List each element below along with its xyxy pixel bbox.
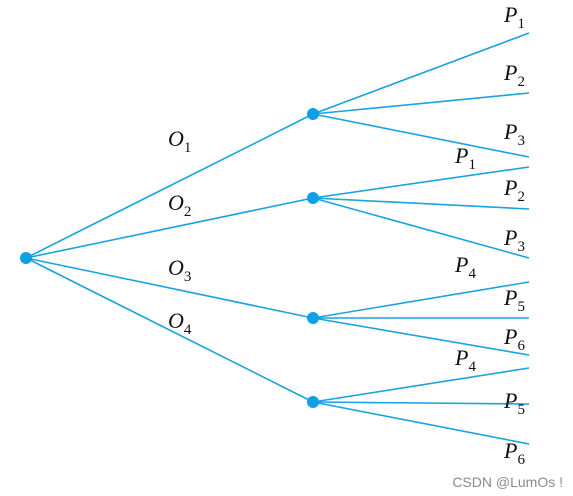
second-stage-label-1-3-subscript: 3 — [517, 133, 525, 149]
branch-node-3 — [307, 312, 319, 324]
second-stage-label-1-2-letter: P — [503, 60, 517, 85]
second-stage-label-2-2: P2 — [503, 175, 525, 205]
second-stage-label-1-1: P1 — [503, 2, 525, 32]
second-stage-label-2-2-letter: P — [503, 175, 517, 200]
first-stage-label-4: O4 — [168, 308, 192, 338]
second-stage-label-4-2-letter: P — [503, 388, 517, 413]
edge-node-4-to-leaf-1 — [312, 367, 530, 403]
second-stage-label-3-3-subscript: 6 — [517, 338, 525, 354]
edge-root-to-node-1 — [25, 113, 314, 259]
second-stage-label-4-1-letter: P — [454, 345, 468, 370]
edge-root-to-node-2 — [25, 197, 314, 259]
first-stage-label-2-subscript: 2 — [184, 204, 192, 220]
second-stage-label-3-1-subscript: 4 — [468, 266, 476, 282]
first-stage-label-1-subscript: 1 — [184, 140, 192, 156]
edge-root-to-node-4 — [25, 257, 314, 403]
first-stage-label-1-letter: O — [168, 126, 184, 151]
first-stage-label-3-subscript: 3 — [184, 269, 192, 285]
second-stage-label-4-2: P5 — [503, 388, 525, 418]
second-stage-label-1-2-subscript: 2 — [517, 74, 525, 90]
second-stage-label-2-3-subscript: 3 — [517, 239, 525, 255]
tree-nodes — [20, 108, 319, 408]
edge-node-3-to-leaf-1 — [312, 281, 530, 319]
second-stage-label-1-2: P2 — [503, 60, 525, 90]
second-stage-label-4-3-subscript: 6 — [517, 452, 525, 468]
second-stage-label-4-3: P6 — [503, 438, 525, 468]
second-stage-label-2-2-subscript: 2 — [517, 189, 525, 205]
second-stage-label-3-3-letter: P — [503, 324, 517, 349]
second-stage-label-1-3: P3 — [503, 119, 525, 149]
first-stage-label-3-letter: O — [168, 255, 184, 280]
second-stage-label-2-1-subscript: 1 — [468, 157, 476, 173]
second-stage-label-1-1-subscript: 1 — [517, 16, 525, 32]
second-stage-label-3-1-letter: P — [454, 252, 468, 277]
edge-node-4-to-leaf-3 — [312, 401, 530, 445]
second-stage-label-2-1: P1 — [454, 143, 476, 173]
edge-node-4-to-leaf-2 — [312, 401, 530, 405]
first-stage-label-2-letter: O — [168, 190, 184, 215]
edge-node-1-to-leaf-1 — [312, 32, 530, 115]
edge-node-2-to-leaf-1 — [312, 166, 530, 199]
second-stage-label-1-1-letter: P — [503, 2, 517, 27]
edge-node-3-to-leaf-3 — [312, 317, 530, 356]
second-stage-label-1-3-letter: P — [503, 119, 517, 144]
watermark: CSDN @LumOs ! — [452, 474, 563, 490]
first-stage-label-4-letter: O — [168, 308, 184, 333]
second-stage-label-4-1: P4 — [454, 345, 476, 375]
second-stage-label-3-2: P5 — [503, 285, 525, 315]
edge-node-1-to-leaf-3 — [312, 113, 530, 158]
first-stage-label-4-subscript: 4 — [184, 322, 192, 338]
edge-root-to-node-3 — [25, 257, 314, 319]
second-stage-label-3-3: P6 — [503, 324, 525, 354]
second-stage-label-3-1: P4 — [454, 252, 476, 282]
branch-node-2 — [307, 192, 319, 204]
branch-node-1 — [307, 108, 319, 120]
edge-node-2-to-leaf-2 — [312, 197, 530, 210]
first-stage-label-2: O2 — [168, 190, 191, 220]
second-stage-label-3-2-letter: P — [503, 285, 517, 310]
second-stage-label-3-2-subscript: 5 — [517, 299, 525, 315]
root-node — [20, 252, 32, 264]
first-stage-label-1: O1 — [168, 126, 191, 156]
second-stage-label-4-1-subscript: 4 — [468, 359, 476, 375]
first-stage-label-3: O3 — [168, 255, 191, 285]
second-stage-label-4-2-subscript: 5 — [517, 402, 525, 418]
branch-node-4 — [307, 396, 319, 408]
second-stage-label-2-1-letter: P — [454, 143, 468, 168]
tree-edges — [25, 32, 530, 445]
second-stage-label-4-3-letter: P — [503, 438, 517, 463]
second-stage-label-2-3: P3 — [503, 225, 525, 255]
second-stage-label-2-3-letter: P — [503, 225, 517, 250]
edge-node-1-to-leaf-2 — [312, 92, 530, 115]
edge-node-2-to-leaf-3 — [312, 197, 530, 259]
